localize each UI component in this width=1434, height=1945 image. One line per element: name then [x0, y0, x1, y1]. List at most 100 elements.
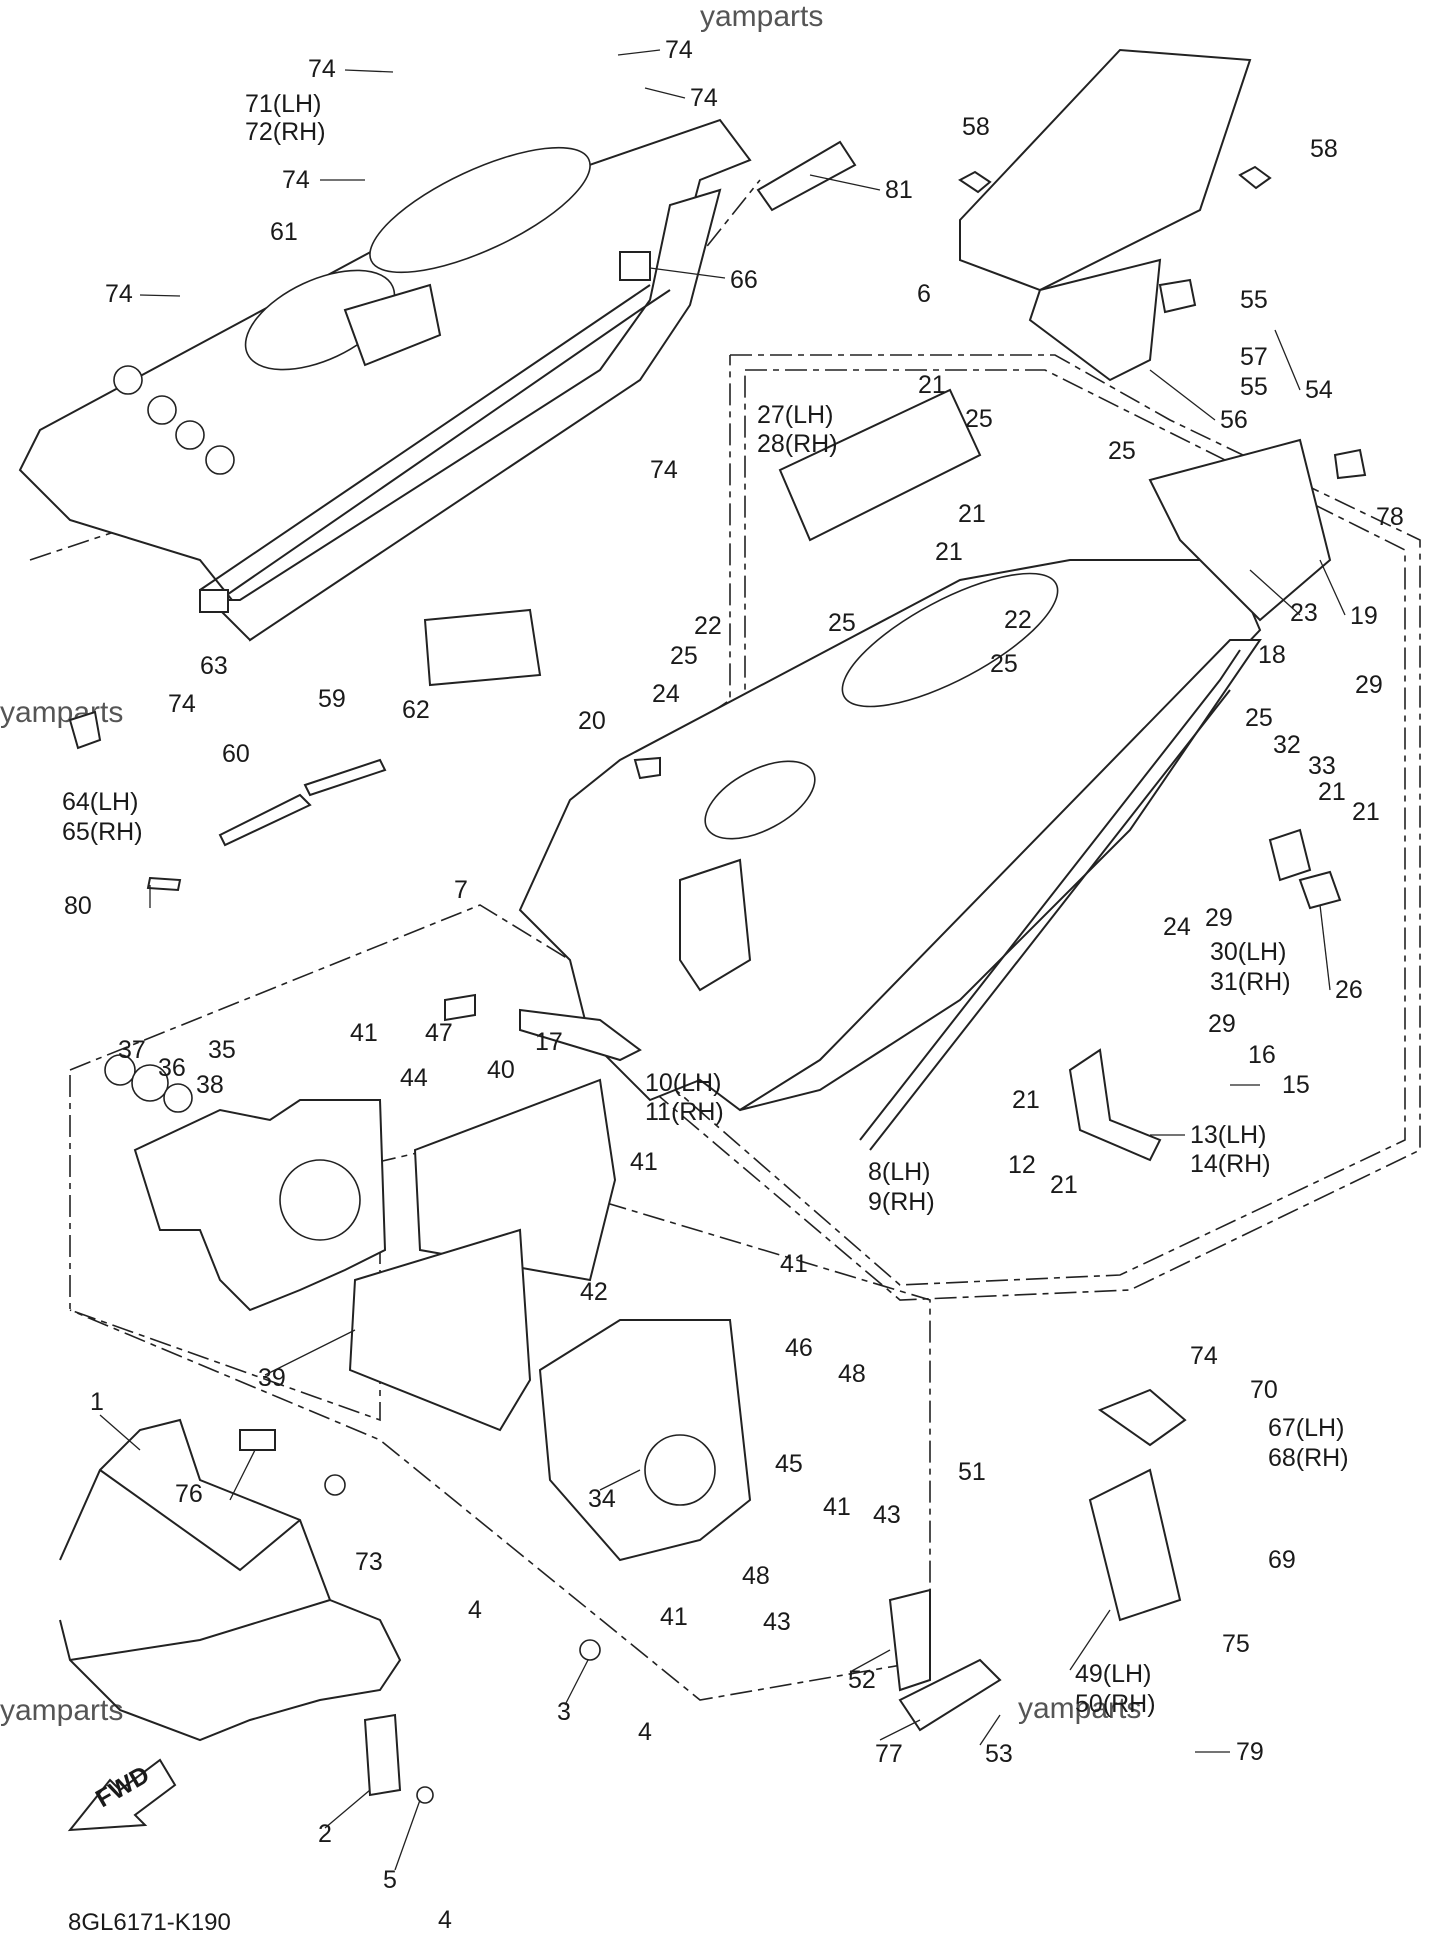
callout: 63	[200, 652, 228, 680]
front-frame-brace	[99, 1469, 301, 1572]
callout: 4	[438, 1906, 452, 1934]
callout: 57	[1240, 343, 1268, 371]
callout: 72(RH)	[245, 118, 326, 146]
bracket-30-31	[1268, 828, 1312, 882]
callout: 78	[1376, 503, 1404, 531]
tunnel-cover-side-skirt	[207, 188, 722, 642]
callout: 33	[1308, 752, 1336, 780]
washer-5	[416, 1786, 434, 1804]
callout: 74	[308, 55, 336, 83]
leader-line	[1069, 1609, 1111, 1671]
callout: 51	[958, 1458, 986, 1486]
leader-line	[617, 49, 661, 56]
seal-38	[163, 1083, 193, 1113]
bracket-66	[619, 251, 651, 281]
callout: 43	[873, 1501, 901, 1529]
callout: 17	[535, 1028, 563, 1056]
callout: 53	[985, 1740, 1013, 1768]
callout: 76	[175, 1480, 203, 1508]
callout: 18	[1258, 641, 1286, 669]
callout: 77	[875, 1740, 903, 1768]
callout: 62	[402, 696, 430, 724]
callout-labels: 74 74 74 74 74 74 74 74 71(LH) 72(RH) 81…	[62, 36, 1404, 1934]
callout: 6	[917, 280, 931, 308]
callout: 2	[318, 1820, 332, 1848]
main-frame-assembly	[146, 388, 1367, 1162]
callout: 58	[1310, 135, 1338, 163]
leader-line	[1319, 904, 1331, 991]
callout: 25	[828, 609, 856, 637]
leader-line	[1249, 569, 1301, 616]
callout: 21	[958, 500, 986, 528]
callout: 74	[650, 456, 678, 484]
callout: 11(RH)	[645, 1098, 724, 1126]
callout: 23	[1290, 599, 1318, 627]
callout: 16	[1248, 1041, 1276, 1069]
callout: 65(RH)	[62, 818, 143, 846]
watermark: yamparts	[0, 696, 123, 729]
guard-77	[898, 1658, 1002, 1732]
callout: 79	[1236, 1738, 1264, 1766]
callout: 7	[454, 876, 468, 904]
callout: 24	[1163, 913, 1191, 941]
callout: 35	[208, 1036, 236, 1064]
leader-line	[394, 1799, 421, 1871]
callout: 43	[763, 1608, 791, 1636]
rail-8-9-edge	[869, 689, 1231, 1151]
rear-flap-assembly	[958, 48, 1272, 382]
diagram-code: 8GL6171-K190	[68, 1909, 231, 1936]
callout: 71(LH)	[245, 90, 321, 118]
callout: 74	[282, 166, 310, 194]
bearing-36	[131, 1064, 169, 1102]
callout: 21	[1352, 798, 1380, 826]
callout: 29	[1208, 1010, 1236, 1038]
callout: 21	[1318, 778, 1346, 806]
callout: 54	[1305, 376, 1333, 404]
front-frame-1	[59, 1418, 402, 1742]
callout: 25	[670, 642, 698, 670]
leader-line	[979, 1714, 1001, 1746]
grommet-73	[324, 1474, 346, 1496]
callout: 67(LH)	[1268, 1414, 1344, 1442]
callout: 59	[318, 685, 346, 713]
watermark: yamparts	[0, 1694, 123, 1727]
callout: 74	[1190, 1342, 1218, 1370]
engine-mount-assembly	[104, 993, 1187, 1732]
fwd-arrow-shape	[67, 1758, 177, 1832]
callout: 31(RH)	[1210, 968, 1291, 996]
watermark: yamparts	[1018, 1692, 1141, 1725]
callout: 27(LH)	[757, 401, 833, 429]
leader-line	[1319, 559, 1346, 616]
callout: 74	[168, 690, 196, 718]
callout: 39	[258, 1364, 286, 1392]
callout: 30(LH)	[1210, 938, 1286, 966]
leader-line	[599, 1469, 641, 1491]
fwd-arrow: FWD	[67, 1758, 177, 1832]
callout: 21	[935, 538, 963, 566]
callout: 9(RH)	[868, 1188, 935, 1216]
callout: 14(RH)	[1190, 1150, 1271, 1178]
callout: 55	[1240, 373, 1268, 401]
plate-26	[1298, 870, 1342, 910]
leader-line	[644, 87, 686, 99]
callout: 37	[118, 1036, 146, 1064]
callout: 60	[222, 740, 250, 768]
callout: 22	[1004, 606, 1032, 634]
bracket-62	[423, 608, 542, 687]
tunnel-cover-rail-lower	[199, 284, 651, 591]
callout: 5	[383, 1866, 397, 1894]
leader-line	[139, 294, 181, 297]
tunnel-cover-opening	[369, 146, 591, 274]
callout: 47	[425, 1019, 453, 1047]
callout: 58	[962, 113, 990, 141]
callout: 25	[1245, 704, 1273, 732]
bracket-2	[363, 1713, 402, 1797]
frame-opening	[841, 572, 1059, 708]
leader-line	[229, 1449, 256, 1501]
callout: 19	[1350, 602, 1378, 630]
front-frame-assembly	[59, 1418, 601, 1804]
clip-20	[633, 756, 661, 780]
callout: 41	[823, 1493, 851, 1521]
leader-line	[1274, 329, 1301, 391]
